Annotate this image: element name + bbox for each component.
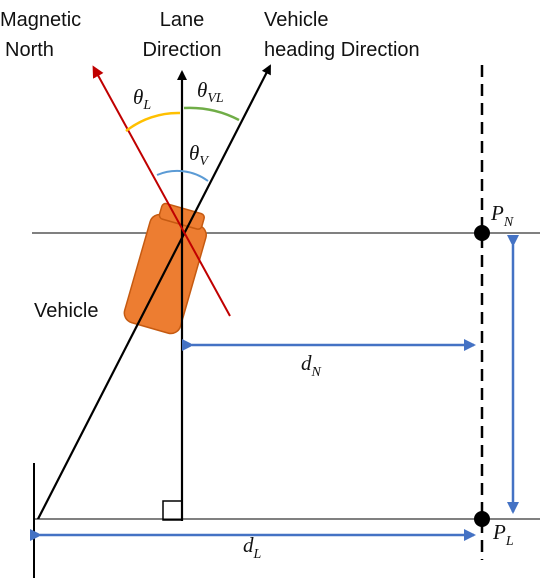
theta-l-arc <box>125 111 181 132</box>
lane-direction-label-line1: Lane <box>160 9 205 31</box>
point-pn <box>474 225 490 241</box>
vehicle-heading-label-line1: Vehicle <box>264 9 329 31</box>
right-angle-marker <box>162 500 183 521</box>
vehicle-heading-label-line2: heading Direction <box>264 39 420 61</box>
vehicle-label: Vehicle <box>34 300 99 322</box>
theta-vl-label: θVL <box>197 78 224 106</box>
pl-label: PL <box>492 520 514 549</box>
magnetic-north-label-line1: Magnetic <box>0 9 81 31</box>
d-l-label: dL <box>243 533 262 562</box>
magnetic-north-label-line2: North <box>5 39 54 61</box>
d-n-label: dN <box>301 351 322 380</box>
point-pl <box>474 511 490 527</box>
pn-label: PN <box>490 201 514 230</box>
theta-l-label: θL <box>133 85 151 113</box>
theta-v-arc <box>156 169 209 182</box>
theta-v-label: θV <box>189 141 209 169</box>
lane-direction-label-line2: Direction <box>143 39 222 61</box>
theta-vl-arc <box>183 106 240 122</box>
magnetic-north-arrow <box>92 65 231 317</box>
vehicle-heading-arrow <box>37 64 271 520</box>
